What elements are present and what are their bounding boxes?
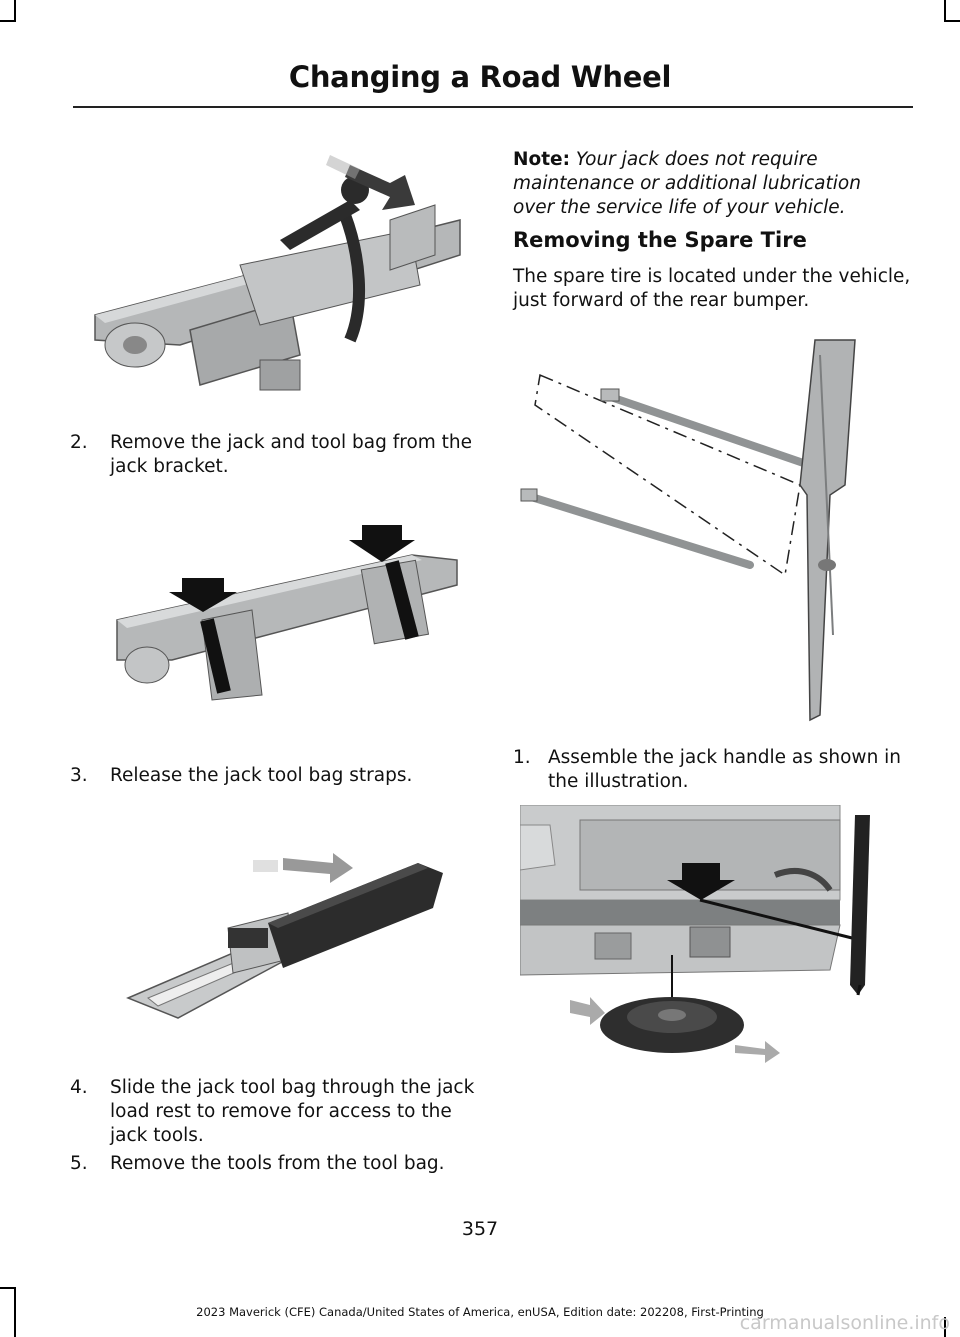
step-item: 5. Remove the tools from the tool bag. [70, 1152, 480, 1176]
crop-mark [0, 20, 16, 22]
crop-mark [944, 0, 946, 22]
step-text: Remove the tools from the tool bag. [110, 1153, 445, 1174]
step-text: Remove the jack and tool bag from the ja… [110, 432, 473, 477]
step-number: 2. [70, 432, 88, 453]
jack-straps-illustration [112, 520, 462, 705]
step-text: Release the jack tool bag straps. [110, 765, 413, 786]
footer-text: 2023 Maverick (CFE) Canada/United States… [196, 1305, 764, 1319]
note-block: Note: Your jack does not require mainten… [513, 148, 908, 220]
step-number: 3. [70, 765, 88, 786]
crop-mark [14, 1287, 16, 1337]
crop-mark [944, 20, 960, 22]
step-item: 4. Slide the jack tool bag through the j… [70, 1076, 480, 1148]
step-number: 5. [70, 1153, 88, 1174]
step-item: 2. Remove the jack and tool bag from the… [70, 431, 480, 479]
step-item: 3. Release the jack tool bag straps. [70, 764, 480, 788]
section-heading: Removing the Spare Tire [513, 228, 807, 252]
watermark: carmanualsonline.info [739, 1312, 950, 1334]
jack-tool-bag-illustration [118, 838, 463, 1033]
jack-handle-assembly-illustration [515, 335, 865, 730]
section-paragraph: The spare tire is located under the vehi… [513, 266, 911, 311]
step-item: 1. Assemble the jack handle as shown in … [513, 746, 913, 794]
header-divider [73, 106, 913, 108]
crop-mark [0, 1287, 16, 1289]
jack-bracket-illustration [90, 145, 470, 405]
step-text: Assemble the jack handle as shown in the… [548, 747, 902, 792]
note-text: Your jack does not require maintenance o… [513, 149, 861, 218]
crop-mark [14, 0, 16, 22]
step-text: Slide the jack tool bag through the jack… [110, 1077, 475, 1146]
crop-mark [944, 1317, 946, 1337]
step-number: 4. [70, 1077, 88, 1098]
spare-tire-lowering-illustration [520, 805, 882, 1065]
note-label: Note: [513, 149, 570, 170]
step-number: 1. [513, 747, 531, 768]
page-title: Changing a Road Wheel [288, 60, 672, 94]
page-number: 357 [461, 1218, 499, 1240]
